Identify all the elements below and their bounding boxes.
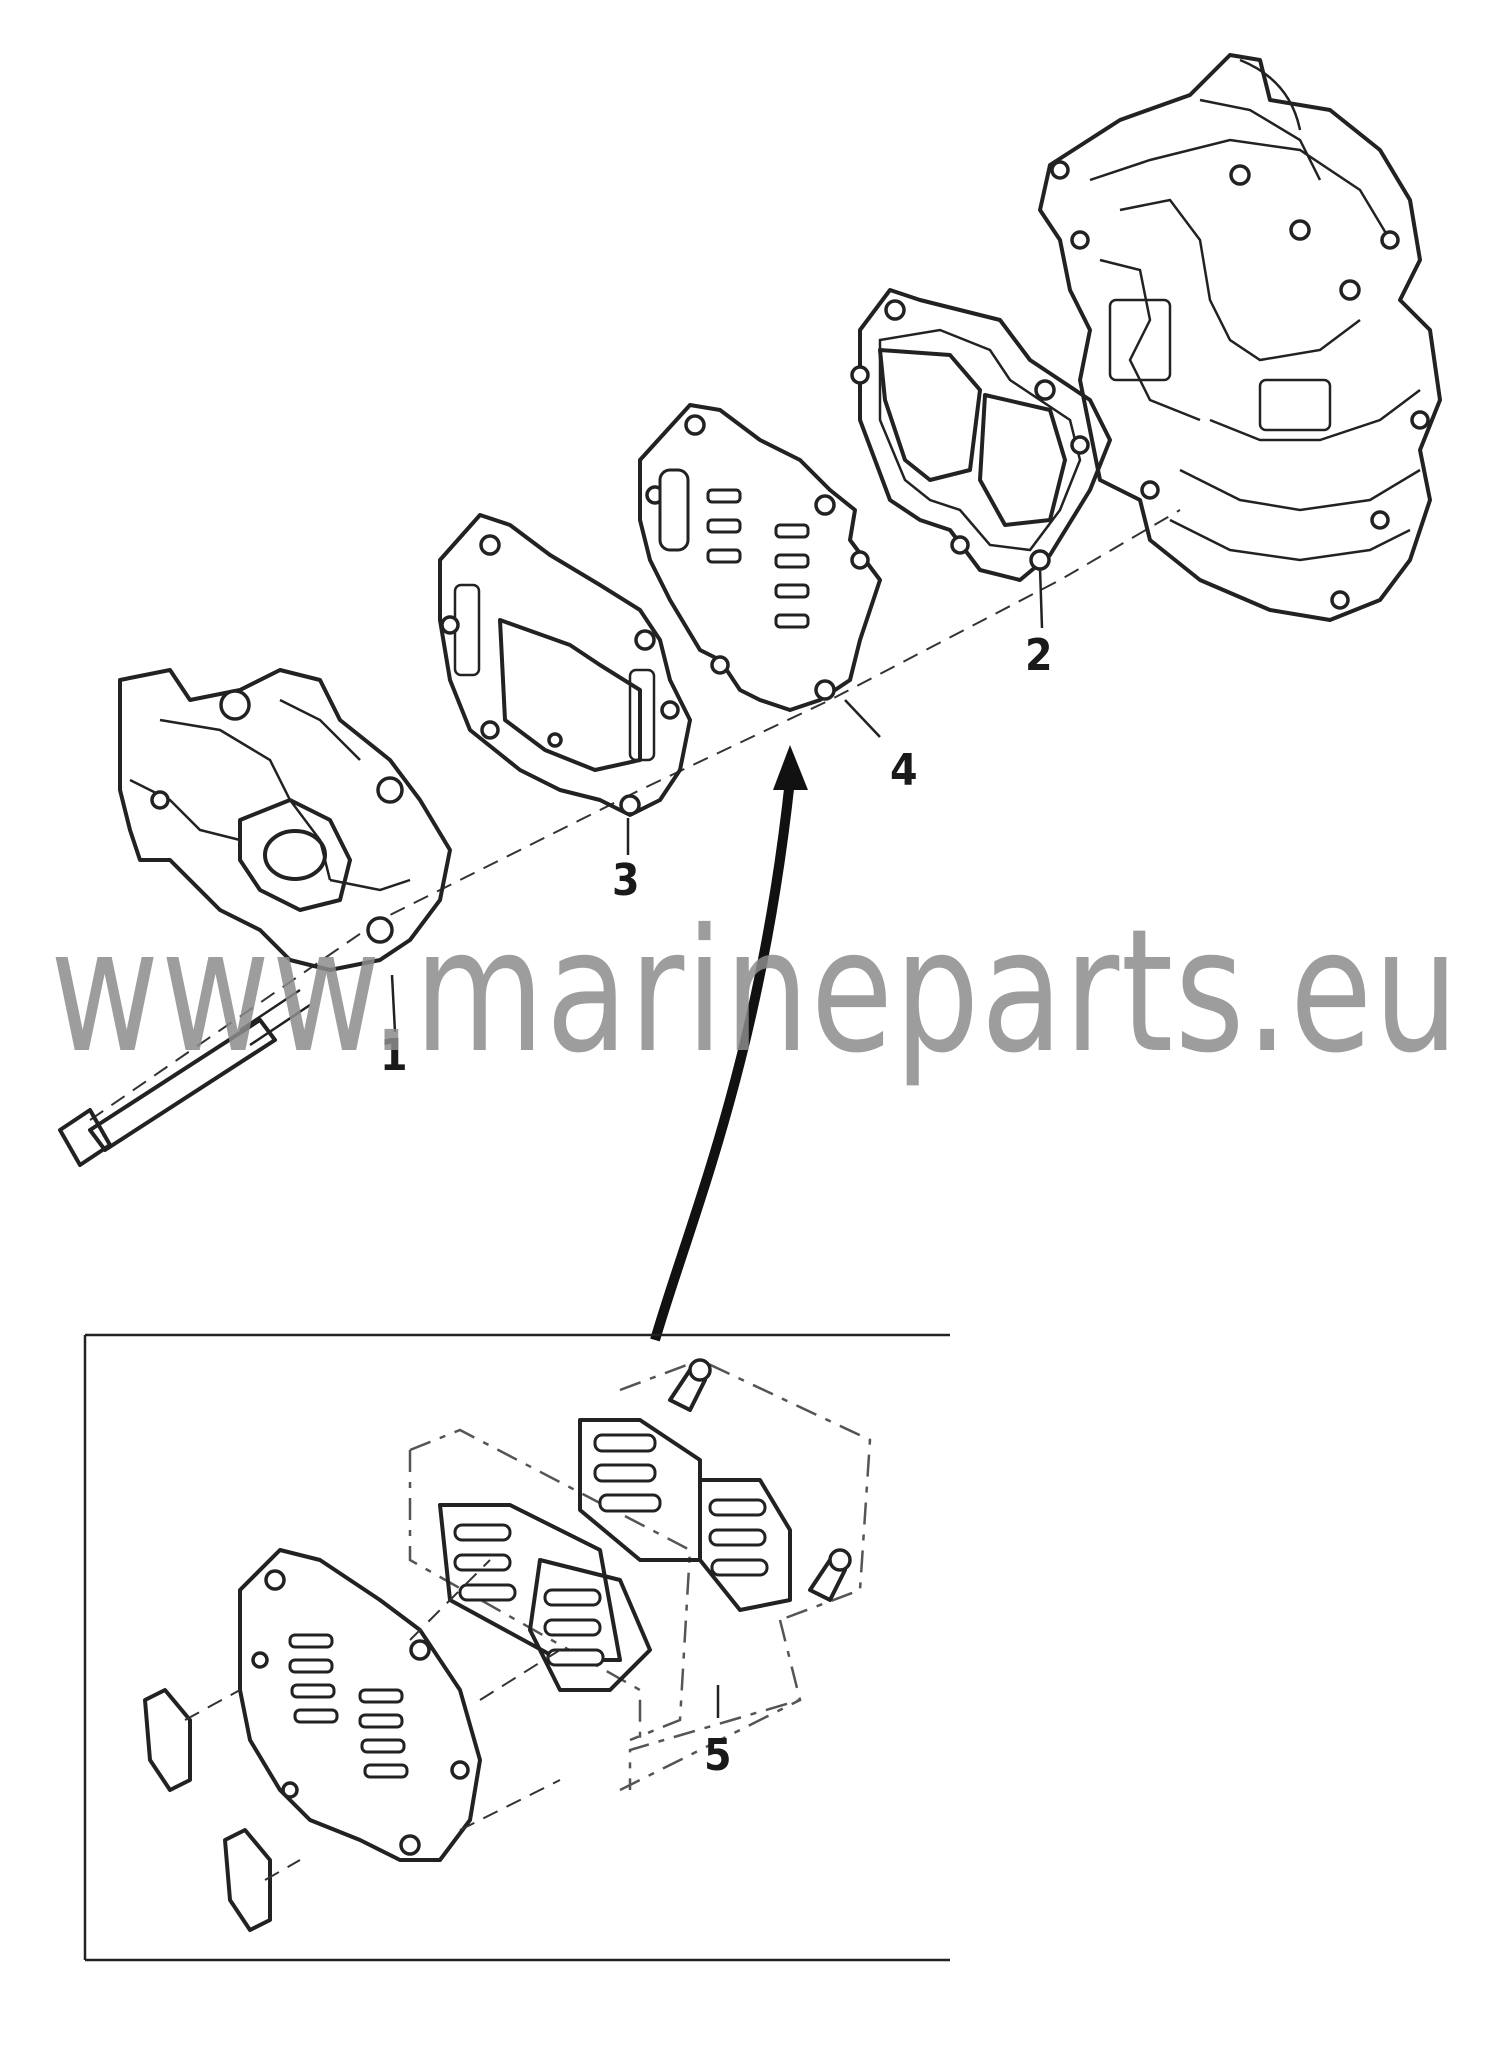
callout-1: 1 [380,1030,408,1081]
gasket-part-3 [438,513,692,817]
reed-plate-part-4 [638,403,882,712]
callout-3: 3 [612,855,640,906]
detail-arrow-head [773,745,808,790]
gasket-part-2 [850,288,1112,582]
callout-5: 5 [704,1730,732,1781]
callout-2-leader [1038,567,1044,629]
detail-inset-box [83,1333,950,1962]
assembly-axis-line [89,509,1181,1121]
crankcase-housing [1038,53,1442,622]
callout-4-leader [844,699,881,738]
callout-1-leader [390,974,397,1033]
bolt [58,988,311,1167]
intake-manifold-part-1 [118,668,452,972]
detail-arrow-line [650,779,795,1342]
callout-4: 4 [890,745,918,796]
callout-2: 2 [1025,630,1053,681]
reed-block-assembly-part-5 [143,1358,872,1932]
watermark-text: www.marineparts.eu [50,893,1460,1091]
